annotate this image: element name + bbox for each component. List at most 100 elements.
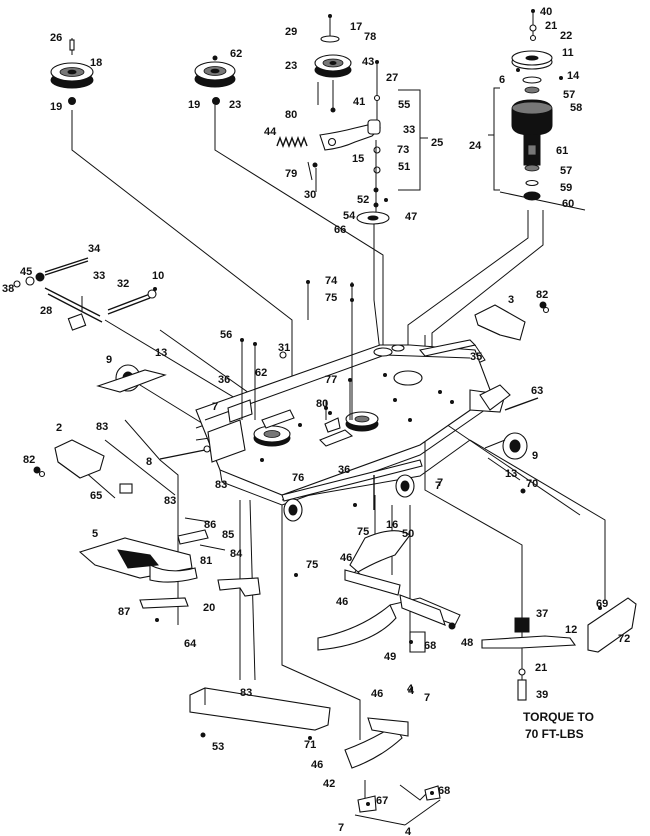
part-label-87: 87: [118, 606, 130, 618]
part-label-62: 62: [230, 48, 242, 60]
part-label-22: 22: [560, 30, 572, 42]
part-label-74: 74: [325, 275, 338, 287]
part-label-26: 26: [50, 32, 62, 44]
part-label-31: 31: [278, 342, 290, 354]
idler-assembly: [276, 14, 390, 225]
part-label-13: 13: [155, 347, 167, 359]
part-label-45: 45: [20, 266, 32, 278]
part-label-44: 44: [264, 126, 277, 138]
part-label-4: 4: [405, 826, 412, 836]
part-label-11: 11: [562, 47, 574, 59]
part-label-48: 48: [461, 637, 473, 649]
part-label-28: 28: [40, 305, 52, 317]
part-label-51: 51: [398, 161, 410, 173]
part-label-30: 30: [304, 189, 316, 201]
part-label-40: 40: [540, 6, 552, 18]
spring-44: [276, 136, 308, 148]
baffles: [317, 530, 637, 701]
part-label-39: 39: [536, 689, 548, 701]
part-label-83: 83: [96, 421, 108, 433]
part-label-21: 21: [545, 20, 557, 32]
part-label-53: 53: [212, 741, 224, 753]
part-label-82: 82: [536, 289, 548, 301]
part-label-46: 46: [371, 688, 383, 700]
part-label-56: 56: [220, 329, 232, 341]
part-label-2: 2: [56, 422, 62, 434]
part-label-50: 50: [402, 528, 414, 540]
part-label-13: 13: [505, 468, 517, 480]
part-label-25: 25: [431, 137, 443, 149]
part-label-7: 7: [437, 477, 443, 489]
part-label-77: 77: [325, 374, 337, 386]
part-label-47: 47: [405, 211, 417, 223]
part-label-81: 81: [200, 555, 212, 567]
part-label-4: 4: [408, 685, 415, 697]
part-label-68: 68: [424, 640, 436, 652]
part-label-63: 63: [531, 385, 543, 397]
part-label-29: 29: [285, 26, 297, 38]
part-label-62: 62: [255, 367, 267, 379]
gauge-wheels: [96, 364, 528, 522]
part-label-23: 23: [285, 60, 297, 72]
part-label-46: 46: [311, 759, 323, 771]
part-label-64: 64: [184, 638, 197, 650]
part-label-52: 52: [357, 194, 369, 206]
part-label-76: 76: [292, 472, 304, 484]
part-label-8: 8: [146, 456, 152, 468]
part-label-33: 33: [403, 124, 415, 136]
part-label-27: 27: [386, 72, 398, 84]
torque-note: TORQUE TO 70 FT-LBS: [523, 710, 594, 741]
part-label-7: 7: [338, 822, 344, 834]
part-label-61: 61: [556, 145, 568, 157]
part-label-46: 46: [340, 552, 352, 564]
part-label-5: 5: [92, 528, 98, 540]
part-label-78: 78: [364, 31, 376, 43]
part-label-9: 9: [106, 354, 112, 366]
part-label-46: 46: [336, 596, 348, 608]
discharge-chute-parts: [78, 517, 261, 622]
part-label-33: 33: [93, 270, 105, 282]
part-label-14: 14: [567, 70, 580, 82]
torque-note-line-2: 70 FT-LBS: [525, 727, 584, 741]
part-label-59: 59: [560, 182, 572, 194]
part-label-84: 84: [230, 548, 243, 560]
pulley-18: [50, 38, 94, 105]
pulley-62: [194, 55, 236, 105]
part-label-70: 70: [526, 478, 538, 490]
part-label-36: 36: [338, 464, 350, 476]
part-label-19: 19: [50, 101, 62, 113]
part-label-19: 19: [188, 99, 200, 111]
spindle-assembly-24: [511, 9, 563, 201]
part-label-79: 79: [285, 168, 297, 180]
part-label-16: 16: [386, 519, 398, 531]
part-label-3: 3: [508, 294, 514, 306]
part-label-24: 24: [469, 140, 482, 152]
part-label-54: 54: [343, 210, 356, 222]
part-label-82: 82: [23, 454, 35, 466]
part-label-67: 67: [376, 795, 388, 807]
part-label-6: 6: [499, 74, 505, 86]
part-label-15: 15: [352, 153, 364, 165]
part-label-7: 7: [424, 692, 430, 704]
part-label-80: 80: [285, 109, 297, 121]
part-label-66: 66: [334, 224, 346, 236]
part-label-75: 75: [306, 559, 318, 571]
part-label-38: 38: [2, 283, 14, 295]
mower-deck: [195, 339, 511, 506]
part-label-73: 73: [397, 144, 409, 156]
part-label-65: 65: [90, 490, 102, 502]
part-label-20: 20: [203, 602, 215, 614]
part-label-75: 75: [357, 526, 369, 538]
part-label-57: 57: [563, 89, 575, 101]
part-label-23: 23: [229, 99, 241, 111]
part-label-9: 9: [532, 450, 538, 462]
part-label-37: 37: [536, 608, 548, 620]
part-label-18: 18: [90, 57, 102, 69]
part-label-12: 12: [565, 624, 577, 636]
part-label-68: 68: [438, 785, 450, 797]
part-label-41: 41: [353, 96, 365, 108]
part-label-71: 71: [304, 739, 316, 751]
